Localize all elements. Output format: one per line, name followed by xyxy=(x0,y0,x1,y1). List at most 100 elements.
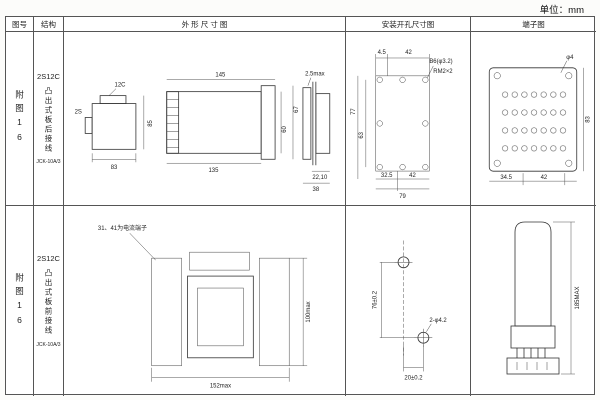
front-left-tab xyxy=(84,117,93,134)
relay-inner-outline xyxy=(197,287,244,347)
outline-cell-2: 31、41为电流端子 100max 152max xyxy=(64,206,346,396)
mount-hole xyxy=(565,159,573,167)
hole-label: φ4 xyxy=(566,55,574,61)
relay-body-outline xyxy=(187,275,254,359)
dim-label: 76±0.2 xyxy=(373,291,379,309)
panel-section-view: 2.5max 22,10 38 xyxy=(302,72,331,193)
dim-label: 135 xyxy=(208,168,219,174)
drill-hole xyxy=(376,164,383,171)
dim-label: 100max xyxy=(306,301,312,322)
dim-label: 38 xyxy=(313,187,320,193)
mounting-cell-2: 76±0.2 2-φ4.2 20±0.2 xyxy=(346,206,471,396)
dim-label: 4.5 xyxy=(378,50,387,56)
terminal-block-left xyxy=(151,257,182,367)
terminal-diagram-side: 185MAX xyxy=(506,221,581,375)
dim-label: 12C xyxy=(115,83,127,89)
dim-label: 85 xyxy=(148,119,154,126)
header-outline: 外 形 尺 寸 图 xyxy=(64,17,346,32)
dim-label: 185MAX xyxy=(575,286,581,309)
terminal-cell-1: φ4 34.5 42 83 xyxy=(471,32,596,206)
outline-drawing-rear-wired: 12C 2S 83 85 145 xyxy=(75,72,331,193)
structure-desc: 凸出式板后接线 xyxy=(44,86,53,154)
terminal-grid xyxy=(499,81,567,154)
dim-label: 145 xyxy=(215,73,226,79)
terminal-plan: φ4 34.5 42 83 xyxy=(488,55,592,186)
relay-base xyxy=(510,325,556,349)
dimensions-table: 图号 结构 外 形 尺 寸 图 安装开孔尺寸图 端子图 附图16 2S12C 凸… xyxy=(5,16,596,396)
dim-label: 42 xyxy=(541,175,548,181)
mounting-holes-drawing: 4.5 42 B6(φ3.2) RM2×2 77 xyxy=(351,50,453,200)
panel-bezel xyxy=(302,87,312,160)
drill-hole xyxy=(399,164,406,171)
leader-line xyxy=(129,233,156,261)
drill-hole xyxy=(422,164,429,171)
terminal-block-right xyxy=(259,257,290,367)
type-label: JCK-10A/3 xyxy=(36,341,61,348)
front-top-step xyxy=(99,95,127,104)
header-fig-no: 图号 xyxy=(6,17,34,32)
side-terminal-strip xyxy=(166,91,180,154)
relay-side-profile: 185MAX xyxy=(506,221,581,375)
leader-line xyxy=(560,60,568,73)
dim-label: 2.5max xyxy=(305,72,325,78)
dim-label: 42 xyxy=(409,173,416,179)
drill-hole xyxy=(422,120,429,127)
dim-label: 77 xyxy=(351,108,357,115)
mount-hole xyxy=(565,72,573,80)
side-body xyxy=(166,91,262,154)
dim-label: 79 xyxy=(399,194,406,200)
dim-label: 63 xyxy=(359,131,365,138)
structure-desc: 凸出式板前接线 xyxy=(44,269,53,336)
side-flange xyxy=(260,85,276,160)
front-view: 12C 2S 83 85 xyxy=(75,83,154,172)
leader-line xyxy=(108,88,117,96)
mount-hole xyxy=(493,72,501,80)
leader-line xyxy=(307,77,312,86)
drill-hole xyxy=(422,76,429,83)
terminal-diagram-rear: φ4 34.5 42 83 xyxy=(488,55,592,186)
front-body xyxy=(91,103,137,150)
outline-cell-1: 12C 2S 83 85 145 xyxy=(64,32,346,206)
dim-label: 20±0.2 xyxy=(404,375,422,381)
dim-label: 2S xyxy=(75,110,82,116)
outline-drawing-front-wired: 31、41为电流端子 100max 152max xyxy=(98,224,312,389)
fig-no-cell-2: 附图16 xyxy=(6,206,34,396)
terminal-cell-2: 185MAX xyxy=(471,206,596,396)
side-view: 145 60 67 135 xyxy=(166,73,300,174)
structure-cell-1: 2S12C 凸出式板后接线 JCK-10A/3 xyxy=(34,32,64,206)
structure-cell-2: 2S12C 凸出式板前接线 JCK-10A/3 xyxy=(34,206,64,396)
header-terminal: 端子图 xyxy=(471,17,596,32)
dim-label: 32.5 xyxy=(381,173,393,179)
fig-no-cell-1: 附图16 xyxy=(6,32,34,206)
hole-spec-label: RM2×2 xyxy=(433,69,452,75)
dim-label: 152max xyxy=(210,384,231,390)
cutout-outline xyxy=(375,75,430,172)
drill-hole xyxy=(399,76,406,83)
mounting-plan: 4.5 42 B6(φ3.2) RM2×2 77 xyxy=(351,50,453,200)
relay-cover xyxy=(514,221,552,327)
terminal-base-outline xyxy=(488,67,578,172)
fig-no-text: 附图16 xyxy=(14,272,25,330)
current-terminal-note: 31、41为电流端子 xyxy=(98,224,147,232)
socket-outline xyxy=(506,357,560,375)
terminal-layout-view: 31、41为电流端子 100max 152max xyxy=(98,224,312,389)
dim-label: 34.5 xyxy=(500,175,512,181)
unit-label: 单位：mm xyxy=(539,5,584,16)
terminal-block-top xyxy=(189,251,250,271)
leader-line xyxy=(426,323,432,332)
dim-label: 67 xyxy=(294,106,300,113)
hole-spec-label: B6(φ3.2) xyxy=(429,59,452,65)
mounting-plan: 76±0.2 2-φ4.2 20±0.2 xyxy=(373,240,447,381)
hole-spec-label: 2-φ4.2 xyxy=(429,318,446,324)
header-structure: 结构 xyxy=(34,17,64,32)
mount-hole xyxy=(493,159,501,167)
model-label: 2S12C xyxy=(37,71,60,81)
dim-label: 22,10 xyxy=(312,175,328,181)
dim-label: 83 xyxy=(586,115,592,122)
mounting-holes-drawing-2: 76±0.2 2-φ4.2 20±0.2 xyxy=(373,240,447,381)
drill-hole xyxy=(376,120,383,127)
dim-label: 83 xyxy=(111,165,118,171)
dim-label: 42 xyxy=(405,50,412,56)
model-label: 2S12C xyxy=(37,254,60,264)
